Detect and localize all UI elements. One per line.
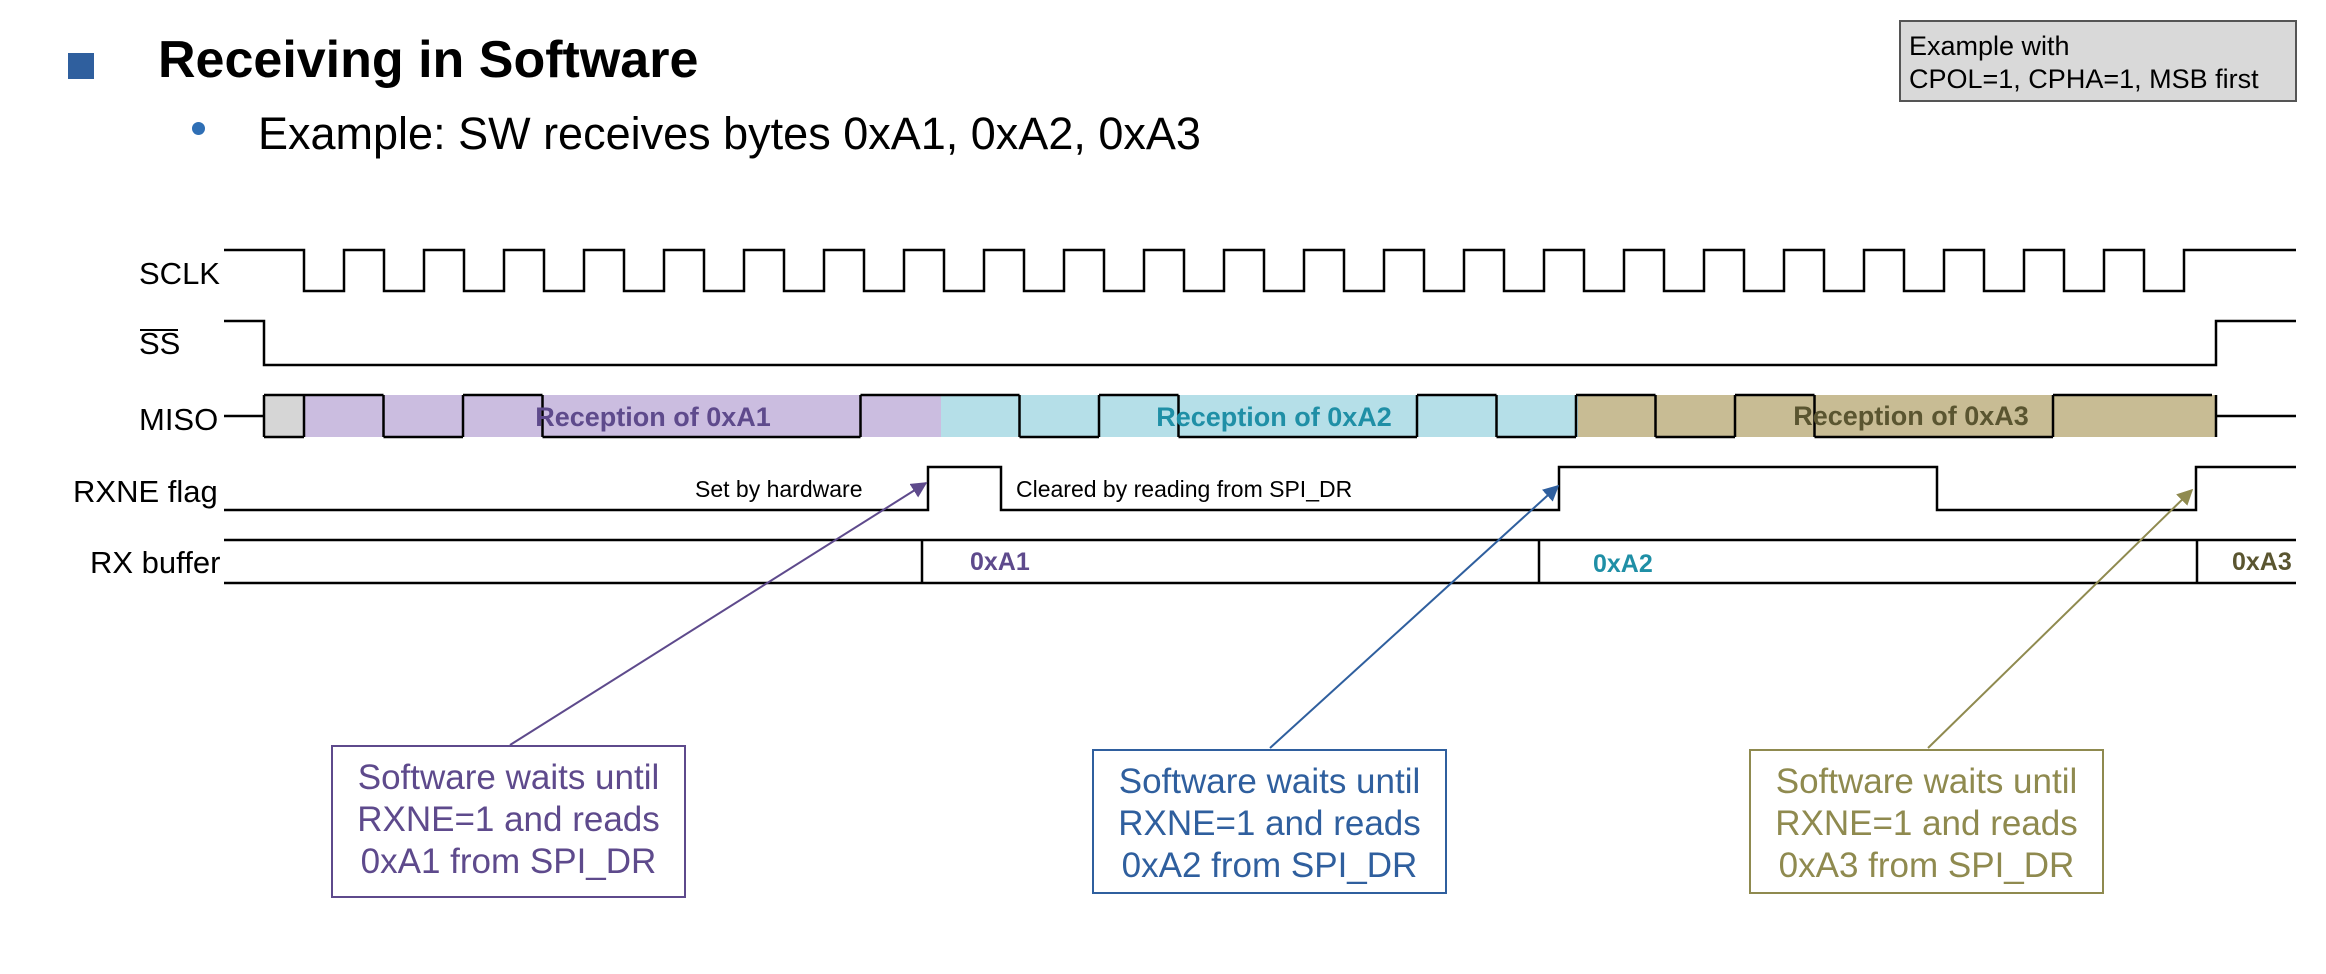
miso-byte3-region [1578, 395, 2216, 437]
bullet-dot-icon [192, 122, 205, 135]
rxbuf-value-0xa1: 0xA1 [970, 548, 1030, 576]
bullet-square-icon [68, 53, 94, 79]
rxbuf-value-0xa3: 0xA3 [2232, 548, 2292, 576]
ss-waveform [224, 319, 2296, 367]
rxne-set-label: Set by hardware [695, 476, 862, 502]
miso-label: MISO [139, 402, 218, 437]
reception-0xa3-label: Reception of 0xA3 [1793, 401, 2029, 431]
callout-2-line-1: Software waits until [1118, 762, 1421, 801]
callout-3-line-3: 0xA3 from SPI_DR [1778, 846, 2075, 885]
ss-label: SS [139, 326, 180, 361]
callout-arrow-1 [509, 482, 928, 746]
rxbuf-bus [224, 538, 2296, 585]
config-note-line-1: Example with [1909, 31, 2070, 61]
callout-1-line-3: 0xA1 from SPI_DR [360, 842, 657, 881]
slide-title: Receiving in Software [158, 31, 699, 89]
callout-arrow-2 [1269, 484, 1560, 749]
callout-2-line-3: 0xA2 from SPI_DR [1121, 846, 1418, 885]
callout-box-3: Software waits until RXNE=1 and reads 0x… [1749, 749, 2104, 894]
callout-1-line-2: RXNE=1 and reads [357, 800, 660, 839]
reception-0xa1-label: Reception of 0xA1 [535, 402, 771, 432]
config-note-box: Example with CPOL=1, CPHA=1, MSB first [1899, 20, 2297, 102]
miso-idle-region [264, 395, 304, 437]
rxne-cleared-label: Cleared by reading from SPI_DR [1016, 476, 1352, 502]
miso-waveform [262, 393, 2218, 439]
miso-byte2-region [941, 395, 1578, 437]
callout-1-line-1: Software waits until [357, 758, 660, 797]
miso-byte1-region [304, 395, 941, 437]
callout-3-line-1: Software waits until [1775, 762, 2078, 801]
reception-0xa2-label: Reception of 0xA2 [1156, 402, 1392, 432]
rxne-label: RXNE flag [73, 474, 218, 509]
callout-box-2: Software waits until RXNE=1 and reads 0x… [1092, 749, 1447, 894]
config-note-line-2: CPOL=1, CPHA=1, MSB first [1909, 64, 2259, 94]
callout-box-1: Software waits until RXNE=1 and reads 0x… [331, 745, 686, 898]
callout-2-line-2: RXNE=1 and reads [1118, 804, 1421, 843]
sclk-label: SCLK [139, 256, 220, 291]
callout-arrow-3 [1927, 488, 2194, 749]
rxbuf-label: RX buffer [90, 545, 220, 580]
callout-3-line-2: RXNE=1 and reads [1775, 804, 2078, 843]
rxbuf-value-0xa2: 0xA2 [1593, 550, 1653, 578]
sclk-waveform [224, 248, 2296, 293]
slide-subtitle: Example: SW receives bytes 0xA1, 0xA2, 0… [258, 108, 1201, 159]
